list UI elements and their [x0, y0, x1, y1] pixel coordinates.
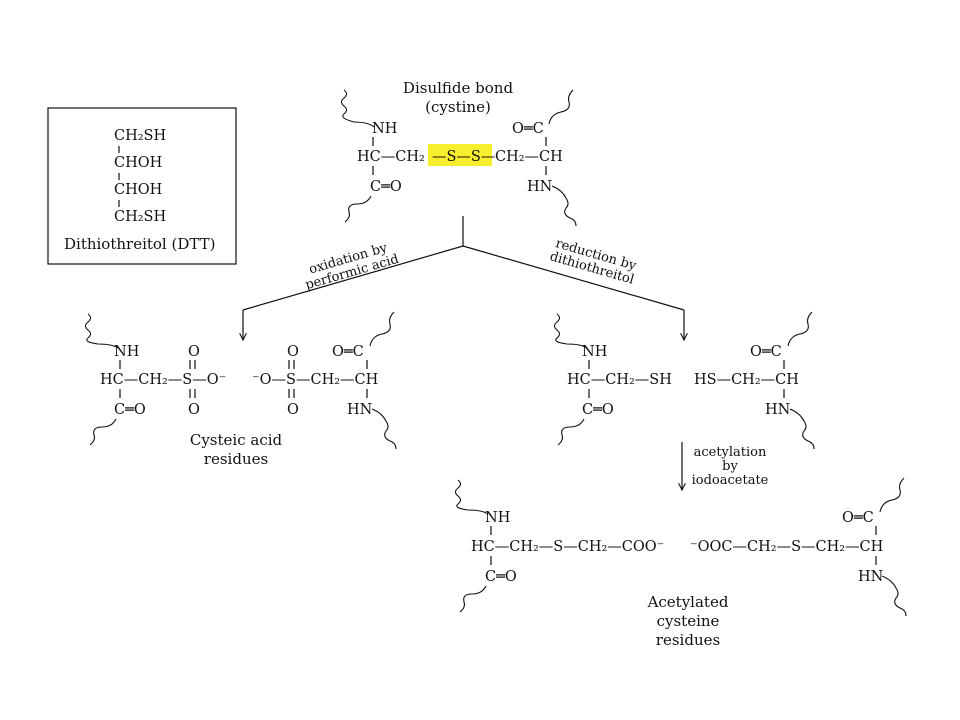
- acetylated-right-carbonyl: O═C: [842, 510, 874, 526]
- dtt-line-3: CHOH: [114, 182, 162, 198]
- wavy-bond-reduced-top-right: [787, 311, 813, 347]
- acetylated-left-carbonyl: C═O: [485, 569, 517, 585]
- wavy-bond-acetylated-top-left: [454, 479, 489, 515]
- cysteic-left-o-bottom: O: [188, 402, 200, 418]
- wavy-bond-reduced-top-left: [553, 313, 588, 349]
- dtt-caption: Dithiothreitol (DTT): [64, 235, 216, 253]
- wavy-bond-top-left: [340, 89, 375, 128]
- cysteic-right-carbonyl: O═C: [332, 344, 364, 360]
- disulfide-bridge: —S—S—: [432, 149, 495, 165]
- acetylated-cysteine-structure: NH HC—CH₂—S—CH₂—COO⁻ C═O O═C ⁻OOC—CH₂—S—…: [454, 477, 907, 649]
- acetylated-left-nh: NH: [485, 510, 510, 526]
- dtt-line-4: CH₂SH: [114, 209, 166, 225]
- left-hc-ch2: HC—CH₂: [357, 149, 425, 165]
- wavy-bond-acetylated-top-right: [879, 477, 905, 513]
- cysteic-left-main: HC—CH₂—S—O⁻: [100, 372, 226, 388]
- cysteic-left-o-top: O: [188, 344, 200, 360]
- reduced-cysteine-structure: NH HC—CH₂—SH C═O O═C HS—CH₂—CH HN: [553, 311, 815, 450]
- cysteic-caption-2: residues: [204, 450, 268, 468]
- disulfide-highlight: [428, 144, 492, 166]
- reduced-left-main: HC—CH₂—SH: [567, 372, 672, 388]
- cystine-structure: Disulfide bond (cystine) NH HC—CH₂ —S—S—…: [340, 79, 577, 227]
- right-ch2-ch: CH₂—CH: [495, 149, 563, 165]
- wavy-bond-bottom-left: [344, 195, 372, 223]
- left-carbonyl: C═O: [370, 179, 402, 195]
- acetylated-right-hn: HN: [858, 569, 884, 585]
- right-carbonyl: O═C: [512, 121, 544, 137]
- disulfide-title: Disulfide bond: [403, 79, 514, 97]
- dtt-line-2: CHOH: [114, 155, 162, 171]
- wavy-bond-reduced-bottom-left: [557, 418, 585, 446]
- dtt-line-1: CH₂SH: [114, 128, 166, 144]
- acetylated-caption-2: cysteine: [657, 612, 720, 630]
- right-hn: HN: [527, 179, 553, 195]
- cysteic-right-o-top: O: [287, 344, 299, 360]
- acetylated-caption-3: residues: [656, 631, 720, 649]
- reduced-right-carbonyl: O═C: [750, 344, 782, 360]
- acetylation-arrow-group: acetylation by iodoacetate: [682, 442, 769, 490]
- cysteic-left-nh: NH: [114, 344, 139, 360]
- left-diagonal: [242, 245, 464, 311]
- cysteic-left-carbonyl: C═O: [114, 402, 146, 418]
- acetylation-label-3: iodoacetate: [692, 473, 769, 488]
- reduced-left-carbonyl: C═O: [582, 402, 614, 418]
- wavy-bond-bottom-right: [551, 185, 577, 227]
- reduced-right-hn: HN: [765, 402, 791, 418]
- wavy-bond-cysteic-top-left: [84, 313, 119, 349]
- wavy-bond-acetylated-bottom-right: [881, 575, 907, 617]
- disulfide-subtitle: (cystine): [425, 98, 491, 116]
- branch-arrows: oxidation by performic acid reduction by…: [243, 216, 684, 340]
- acetylation-label-1: acetylation: [694, 445, 767, 460]
- acetylated-caption-1: Acetylated: [647, 593, 729, 611]
- cysteic-acid-structure: NH O HC—CH₂—S—O⁻ C═O O O O═C ⁻O—S—CH₂—CH…: [84, 311, 397, 468]
- cysteic-right-main: ⁻O—S—CH₂—CH: [252, 372, 378, 388]
- cysteic-caption-1: Cysteic acid: [190, 431, 283, 449]
- acetylated-left-main: HC—CH₂—S—CH₂—COO⁻: [471, 539, 664, 555]
- cysteic-right-o-bottom: O: [287, 402, 299, 418]
- dtt-box-frame: [47, 107, 237, 265]
- wavy-bond-cysteic-top-right: [369, 311, 395, 347]
- reduced-left-nh: NH: [582, 344, 607, 360]
- acetylation-label-2: by: [722, 459, 738, 474]
- left-nh: NH: [372, 121, 397, 137]
- wavy-bond-reduced-bottom-right: [789, 408, 815, 450]
- wavy-bond-acetylated-bottom-left: [459, 585, 487, 613]
- wavy-bond-cysteic-bottom-left: [89, 418, 117, 446]
- wavy-bond-cysteic-bottom-right: [371, 408, 397, 450]
- right-diagonal: [462, 245, 685, 311]
- wavy-bond-top-right: [548, 89, 574, 125]
- dtt-structure-box: CH₂SH CHOH CHOH CH₂SH Dithiothreitol (DT…: [47, 107, 237, 265]
- cysteic-right-hn: HN: [347, 402, 373, 418]
- reduced-right-main: HS—CH₂—CH: [694, 372, 799, 388]
- acetylated-right-main: ⁻OOC—CH₂—S—CH₂—CH: [690, 539, 883, 555]
